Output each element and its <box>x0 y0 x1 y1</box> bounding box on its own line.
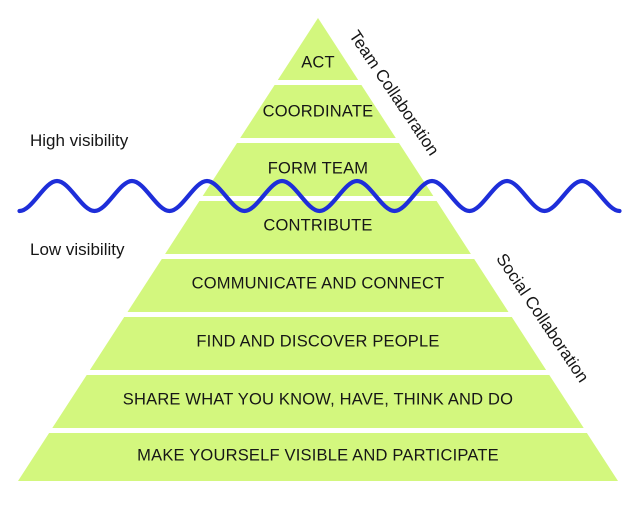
pyramid-layer-6-label: FIND AND DISCOVER PEOPLE <box>196 332 440 351</box>
pyramid-layer-7-shape <box>52 375 584 428</box>
pyramid-layer-8-label: MAKE YOURSELF VISIBLE AND PARTICIPATE <box>137 446 499 465</box>
visibility-wave-line <box>17 178 622 214</box>
pyramid-layer-7-label: SHARE WHAT YOU KNOW, HAVE, THINK AND DO <box>122 390 514 409</box>
pyramid-layer-5-label: COMMUNICATE AND CONNECT <box>191 274 445 293</box>
pyramid-layer-6-shape <box>89 317 547 370</box>
pyramid-layer-8-shape <box>18 433 618 481</box>
pyramid-layer-2-shape <box>240 85 396 138</box>
pyramid-layer-4-label: CONTRIBUTE <box>263 216 373 235</box>
low-visibility-label: Low visibility <box>30 240 125 259</box>
pyramid-layer-1-shape <box>277 18 359 80</box>
pyramid-layer-4-shape <box>165 201 471 254</box>
pyramid-layer-3-shape <box>202 143 434 196</box>
high-visibility-label: High visibility <box>30 131 129 150</box>
pyramid-layer-5-shape <box>127 259 509 312</box>
pyramid-layer-2-label: COORDINATE <box>262 102 374 121</box>
pyramid-layer-1-label: ACT <box>301 53 335 72</box>
pyramid-layer-3-label: FORM TEAM <box>267 159 369 178</box>
